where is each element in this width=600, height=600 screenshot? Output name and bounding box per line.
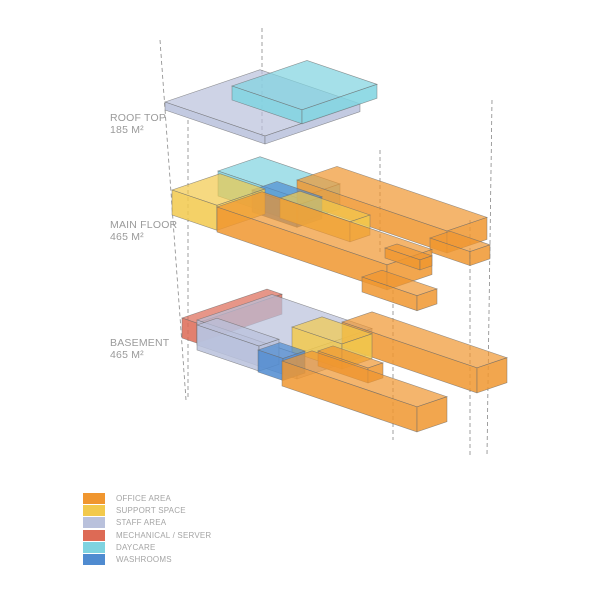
basement-office-right xyxy=(341,311,508,394)
floor-label-roof: ROOF TOP 185 M² xyxy=(110,112,166,136)
main-office-small-mid xyxy=(384,243,433,271)
main-office-small-right-side-face xyxy=(469,244,491,267)
main-office-small-front-side-face xyxy=(416,288,438,312)
legend-item-mechanical: MECHANICAL / SERVER xyxy=(83,529,211,541)
roof-daycare xyxy=(231,60,378,125)
roof-daycare-side-face xyxy=(301,83,378,125)
floor-name: BASEMENT xyxy=(110,337,170,349)
main-office-small-front xyxy=(361,269,438,312)
legend-label: DAYCARE xyxy=(116,542,156,552)
basement-office-right-side-face xyxy=(476,357,508,394)
legend-item-daycare: DAYCARE xyxy=(83,541,211,553)
basement-office-front-side-face xyxy=(416,396,448,433)
floor-area: 465 M² xyxy=(110,349,144,361)
legend-label: SUPPORT SPACE xyxy=(116,505,186,515)
legend-item-support: SUPPORT SPACE xyxy=(83,504,211,516)
legend-item-office: OFFICE AREA xyxy=(83,492,211,504)
floor-area: 465 M² xyxy=(110,231,144,243)
legend-item-washrooms: WASHROOMS xyxy=(83,553,211,566)
floor-label-main: MAIN FLOOR 465 M² xyxy=(110,219,177,243)
legend-label: WASHROOMS xyxy=(116,555,172,565)
main-office-small-right xyxy=(429,230,491,267)
basement-office-front xyxy=(281,350,448,433)
legend: OFFICE AREA SUPPORT SPACE STAFF AREA MEC… xyxy=(83,492,211,566)
floor-name: ROOF TOP xyxy=(110,112,167,124)
legend-swatch xyxy=(83,504,105,516)
legend-item-staff: STAFF AREA xyxy=(83,517,211,529)
legend-swatch xyxy=(83,541,105,553)
legend-swatch xyxy=(83,529,105,541)
guide-line xyxy=(486,99,493,456)
legend-swatch xyxy=(83,517,105,529)
program-volumes xyxy=(164,60,508,433)
legend-label: STAFF AREA xyxy=(116,518,167,528)
floor-area: 185 M² xyxy=(110,124,144,136)
floor-name: MAIN FLOOR xyxy=(110,219,178,231)
legend-label: MECHANICAL / SERVER xyxy=(116,530,212,540)
legend-label: OFFICE AREA xyxy=(116,493,172,503)
main-office-small-mid-side-face xyxy=(419,255,433,271)
legend-swatch xyxy=(83,554,105,566)
legend-swatch xyxy=(83,492,105,504)
floor-label-basement: BASEMENT 465 M² xyxy=(110,337,169,361)
